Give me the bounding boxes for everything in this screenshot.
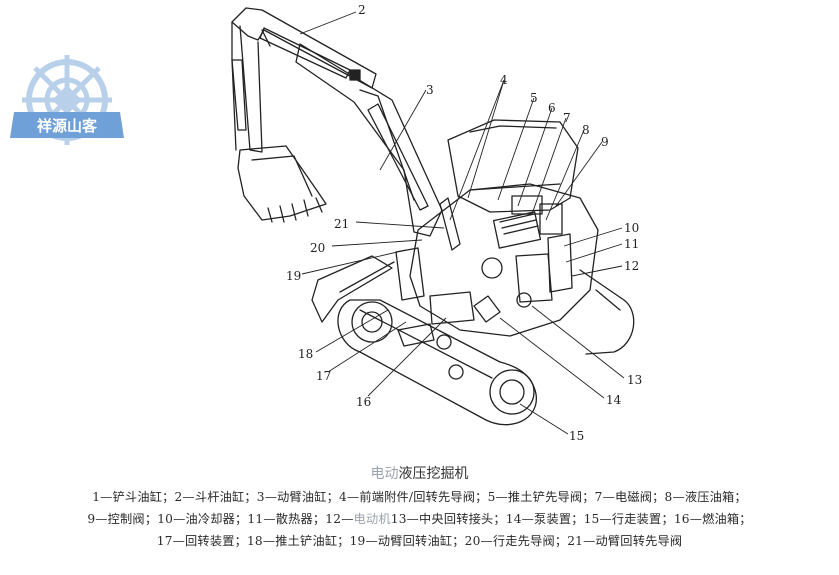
- part-label-20: 20: [310, 241, 325, 255]
- part-label-3: 3: [426, 83, 434, 97]
- part-label-2: 2: [358, 3, 366, 17]
- part-label-21: 21: [334, 217, 349, 231]
- part-label-16: 16: [356, 395, 371, 409]
- arm-boom: [231, 7, 443, 237]
- solenoid-valve: [511, 195, 543, 215]
- title-overlay: 电动: [370, 466, 399, 482]
- part-label-18: 18: [298, 347, 313, 361]
- parts-legend: 1—铲斗油缸；2—斗杆油缸；3—动臂油缸；4—前端附件/回转先导阀；5—推土铲先…: [6, 486, 833, 552]
- leader-lines: [299, 11, 625, 435]
- part-label-8: 8: [582, 123, 590, 137]
- cab: [447, 119, 579, 213]
- upper-structure: [395, 183, 599, 337]
- legend-line-2a: 9—控制阀；10—油冷却器；11—散热器；12—: [87, 512, 354, 526]
- watermark-text: 祥源山客: [37, 117, 98, 135]
- legend-line-2: 9—控制阀；10—油冷却器；11—散热器；12—电动机13—中央回转接头；14—…: [6, 508, 833, 530]
- legend-line-3: 17—回转装置；18—推土铲油缸；19—动臂回转油缸；20—行走先导阀；21—动…: [156, 534, 683, 548]
- dozer-blade: [311, 255, 395, 323]
- fuel-tank: [429, 291, 475, 325]
- part-label-6: 6: [548, 101, 556, 115]
- part-label-4: 4: [500, 73, 508, 87]
- bucket: [237, 145, 327, 223]
- part-label-14: 14: [606, 393, 622, 407]
- figure-title: 电动液压挖掘机: [0, 463, 839, 483]
- hydraulic-tank: [539, 203, 563, 235]
- motor: [515, 253, 553, 303]
- legend-line-2-overlay: 电动机: [353, 512, 391, 526]
- part-label-12: 12: [624, 259, 639, 273]
- part-label-13: 13: [627, 373, 642, 387]
- part-label-5: 5: [530, 91, 538, 105]
- legend-line-2b: 13—中央回转接头；14—泵装置；15—行走装置；16—燃油箱；: [390, 512, 752, 526]
- part-label-9: 9: [601, 135, 609, 149]
- pilot-valve: [439, 197, 461, 251]
- part-label-10: 10: [624, 221, 639, 235]
- part-label-17: 17: [316, 369, 331, 383]
- part-label-11: 11: [624, 237, 639, 251]
- crawler-track: [337, 269, 635, 426]
- part-label-7: 7: [563, 111, 571, 125]
- part-labels: 2 3 4 5 6 7 8 9 10 11 12 13 14 15 16 17 …: [286, 3, 642, 443]
- radiator: [547, 233, 573, 293]
- watermark-logo: 祥源山客: [10, 55, 124, 145]
- title-text: 液压挖掘机: [398, 466, 469, 482]
- part-label-19: 19: [286, 269, 301, 283]
- legend-line-1: 1—铲斗油缸；2—斗杆油缸；3—动臂油缸；4—前端附件/回转先导阀；5—推土铲先…: [92, 490, 747, 504]
- part-label-15: 15: [569, 429, 584, 443]
